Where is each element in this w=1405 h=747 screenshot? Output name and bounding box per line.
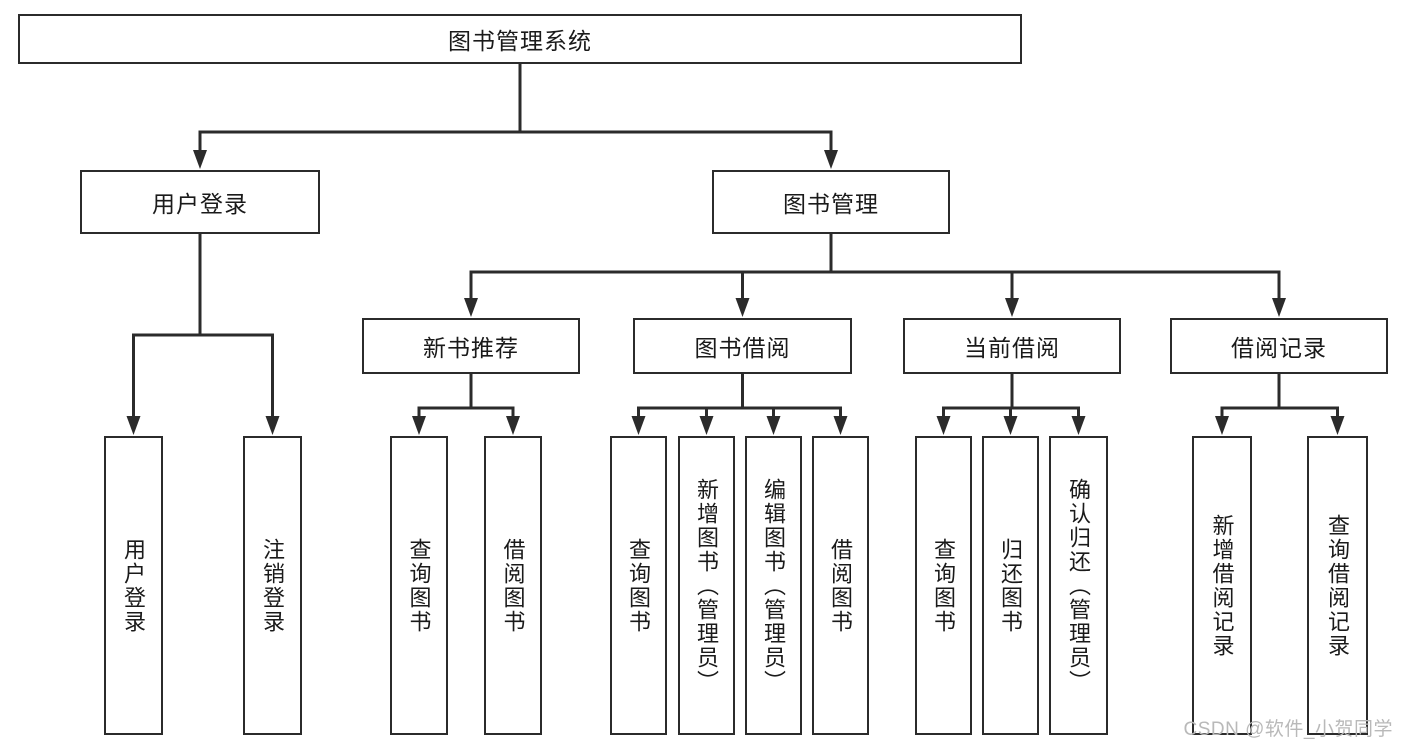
node-root-label: 图书管理系统 — [448, 28, 592, 54]
leaf-confirm-return[interactable]: 确认归还（管理员） — [1049, 436, 1108, 735]
node-root[interactable]: 图书管理系统 — [18, 14, 1022, 64]
leaf-borrow-book-1[interactable]: 借阅图书 — [484, 436, 542, 735]
node-book-manage-label: 图书管理 — [783, 191, 879, 217]
leaf-query-book-3[interactable]: 查询图书 — [915, 436, 972, 735]
leaf-borrow-book-2-label: 借阅图书 — [828, 537, 854, 634]
leaf-add-borrow-record[interactable]: 新增借阅记录 — [1192, 436, 1252, 735]
leaf-edit-book-label: 编辑图书（管理员） — [761, 477, 787, 694]
leaf-return-book[interactable]: 归还图书 — [982, 436, 1039, 735]
node-new-book-recommend[interactable]: 新书推荐 — [362, 318, 580, 374]
leaf-add-book[interactable]: 新增图书（管理员） — [678, 436, 735, 735]
leaf-borrow-book-2[interactable]: 借阅图书 — [812, 436, 869, 735]
node-borrow-record-label: 借阅记录 — [1231, 335, 1327, 361]
leaf-query-book-3-label: 查询图书 — [931, 537, 957, 634]
leaf-return-book-label: 归还图书 — [998, 537, 1024, 634]
node-new-book-recommend-label: 新书推荐 — [423, 335, 519, 361]
node-current-borrow-label: 当前借阅 — [964, 335, 1060, 361]
node-user-login[interactable]: 用户登录 — [80, 170, 320, 234]
leaf-query-book-2-label: 查询图书 — [626, 537, 652, 634]
node-book-manage[interactable]: 图书管理 — [712, 170, 950, 234]
node-book-borrow-label: 图书借阅 — [694, 335, 791, 361]
node-current-borrow[interactable]: 当前借阅 — [903, 318, 1121, 374]
leaf-logout[interactable]: 注销登录 — [243, 436, 302, 735]
node-user-login-label: 用户登录 — [152, 191, 248, 217]
leaf-add-book-label: 新增图书（管理员） — [694, 477, 720, 694]
leaf-confirm-return-label: 确认归还（管理员） — [1066, 477, 1092, 694]
leaf-add-borrow-record-label: 新增借阅记录 — [1209, 513, 1235, 658]
leaf-borrow-book-1-label: 借阅图书 — [500, 537, 526, 634]
leaf-query-book-1-label: 查询图书 — [406, 537, 432, 634]
leaf-edit-book[interactable]: 编辑图书（管理员） — [745, 436, 802, 735]
leaf-query-book-2[interactable]: 查询图书 — [610, 436, 667, 735]
leaf-query-book-1[interactable]: 查询图书 — [390, 436, 448, 735]
leaf-user-login-label: 用户登录 — [121, 537, 147, 634]
leaf-logout-label: 注销登录 — [260, 537, 286, 634]
node-borrow-record[interactable]: 借阅记录 — [1170, 318, 1388, 374]
leaf-query-borrow-record[interactable]: 查询借阅记录 — [1307, 436, 1368, 735]
leaf-query-borrow-record-label: 查询借阅记录 — [1325, 513, 1351, 658]
leaf-user-login[interactable]: 用户登录 — [104, 436, 163, 735]
node-book-borrow[interactable]: 图书借阅 — [633, 318, 852, 374]
